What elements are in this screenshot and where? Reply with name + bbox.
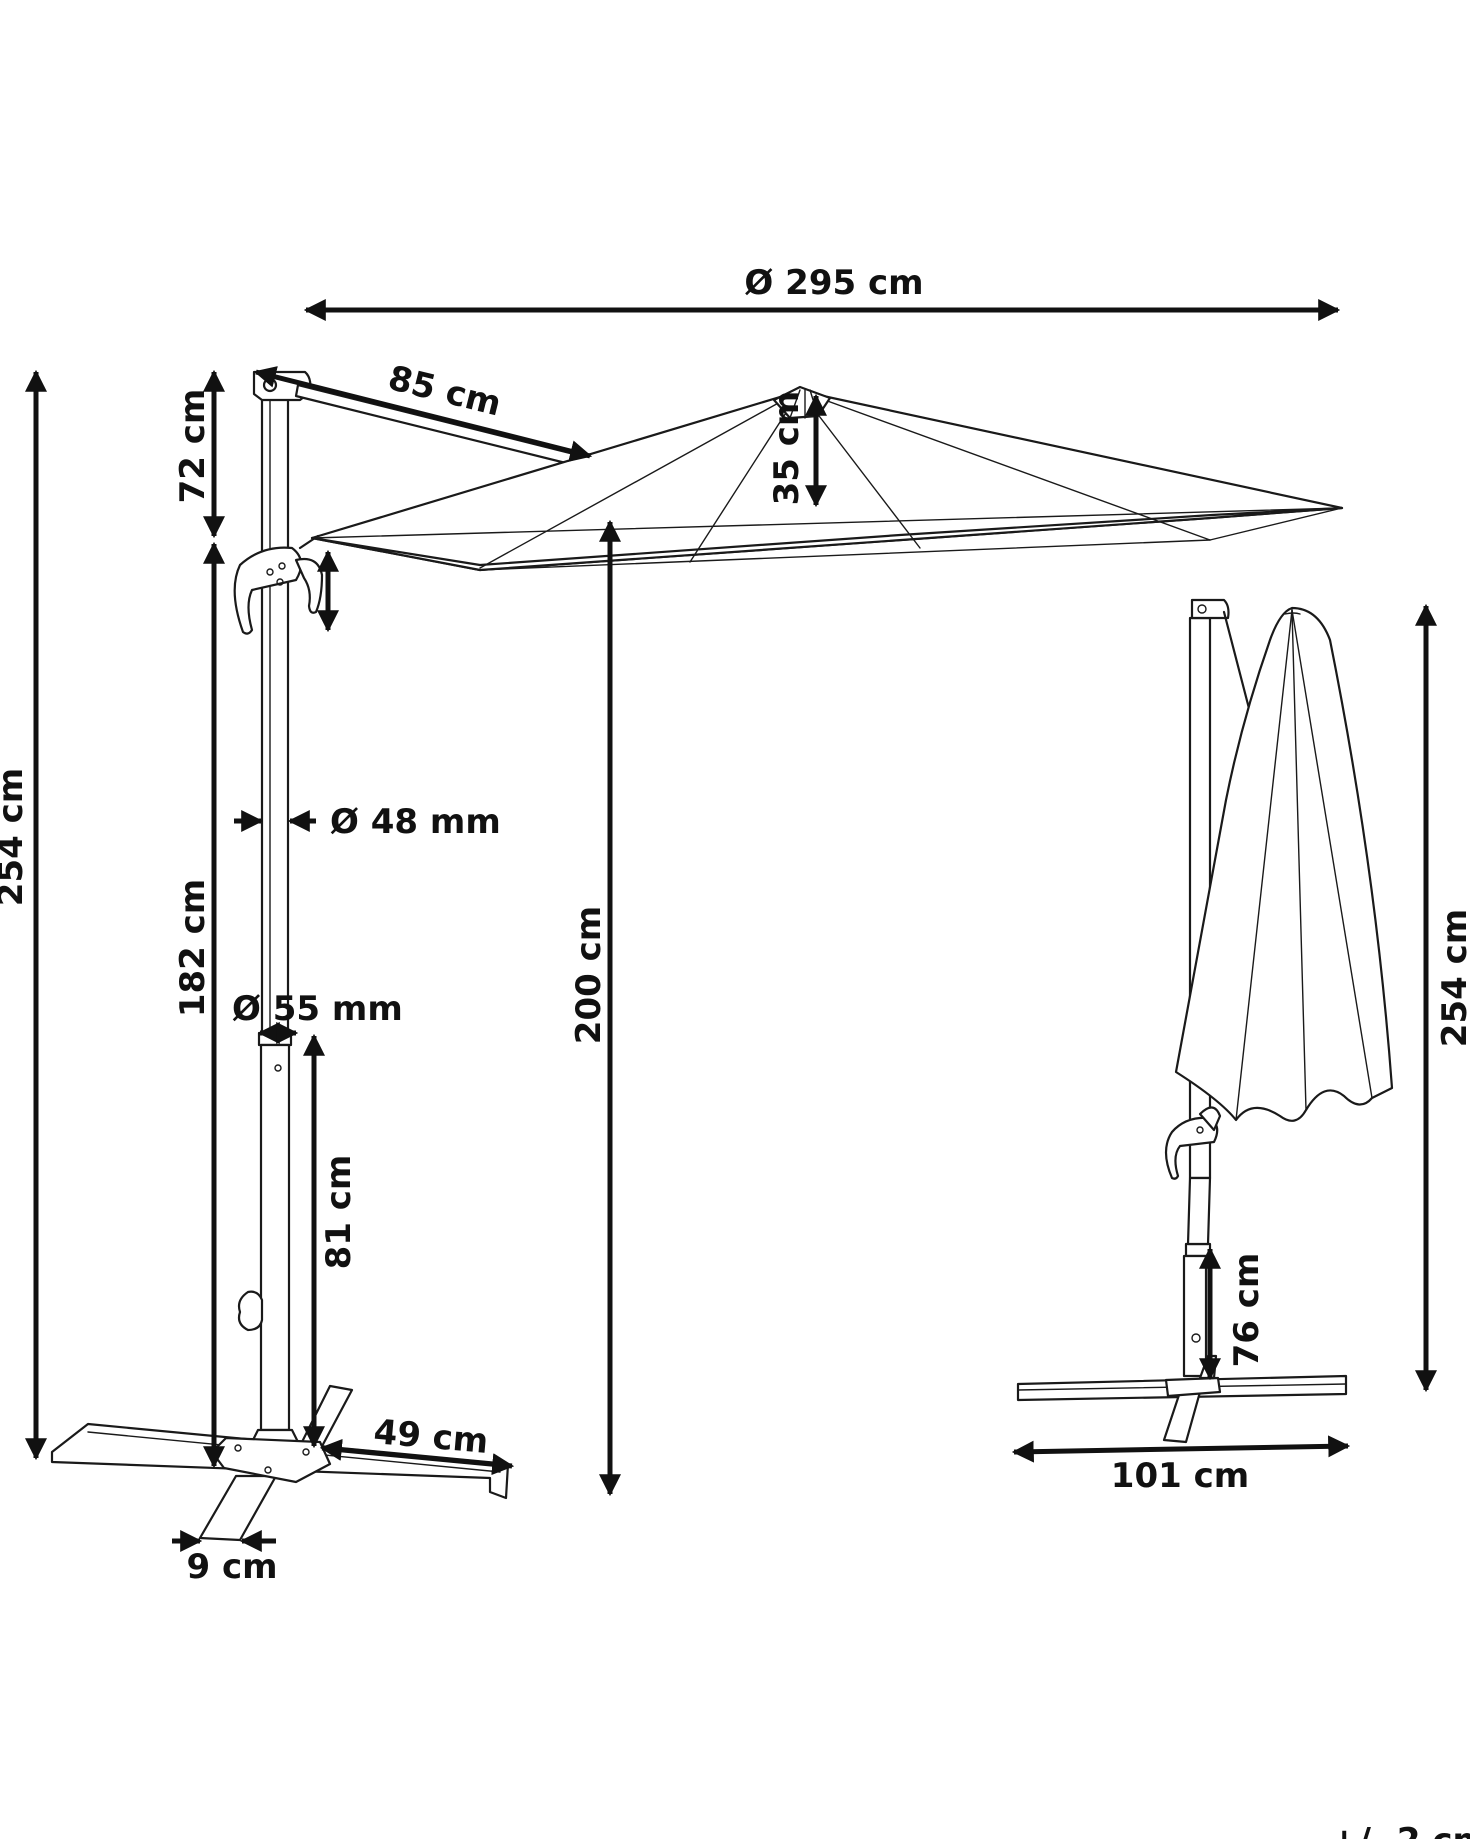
dimension-labels: Ø 295 cm 85 cm 35 cm 72 cm 254 cm 182 cm… bbox=[0, 263, 1470, 1839]
label-top-section: 72 cm bbox=[173, 389, 213, 504]
crank-handle bbox=[233, 534, 324, 635]
cross-base bbox=[50, 1384, 510, 1542]
open-umbrella-drawing bbox=[50, 370, 1344, 1542]
closed-canopy bbox=[1174, 606, 1394, 1122]
label-closed-lower-section: 76 cm bbox=[1227, 1253, 1267, 1368]
closed-umbrella-drawing bbox=[1016, 598, 1394, 1444]
label-canopy-height: 35 cm bbox=[767, 391, 807, 506]
label-tolerance: +/- 2 cm bbox=[1330, 1821, 1470, 1839]
tilt-knob bbox=[237, 1290, 264, 1332]
label-upper-pole-diameter: Ø 48 mm bbox=[330, 802, 501, 842]
label-total-height-left: 254 cm bbox=[0, 768, 31, 906]
label-total-height-right: 254 cm bbox=[1435, 909, 1470, 1047]
label-base-width: 9 cm bbox=[186, 1547, 277, 1587]
label-closed-base-width: 101 cm bbox=[1111, 1456, 1249, 1496]
label-lower-pole-diameter: Ø 55 mm bbox=[232, 989, 403, 1029]
label-lower-section: 81 cm bbox=[319, 1155, 359, 1270]
label-pole-height: 182 cm bbox=[173, 879, 213, 1017]
closed-base bbox=[1016, 1354, 1348, 1444]
label-canopy-diameter: Ø 295 cm bbox=[744, 263, 923, 303]
dimension-lines bbox=[25, 299, 1437, 1552]
closed-crank bbox=[1164, 1106, 1222, 1180]
label-clearance: 200 cm bbox=[569, 906, 609, 1044]
label-base-arm: 49 cm bbox=[372, 1412, 490, 1462]
